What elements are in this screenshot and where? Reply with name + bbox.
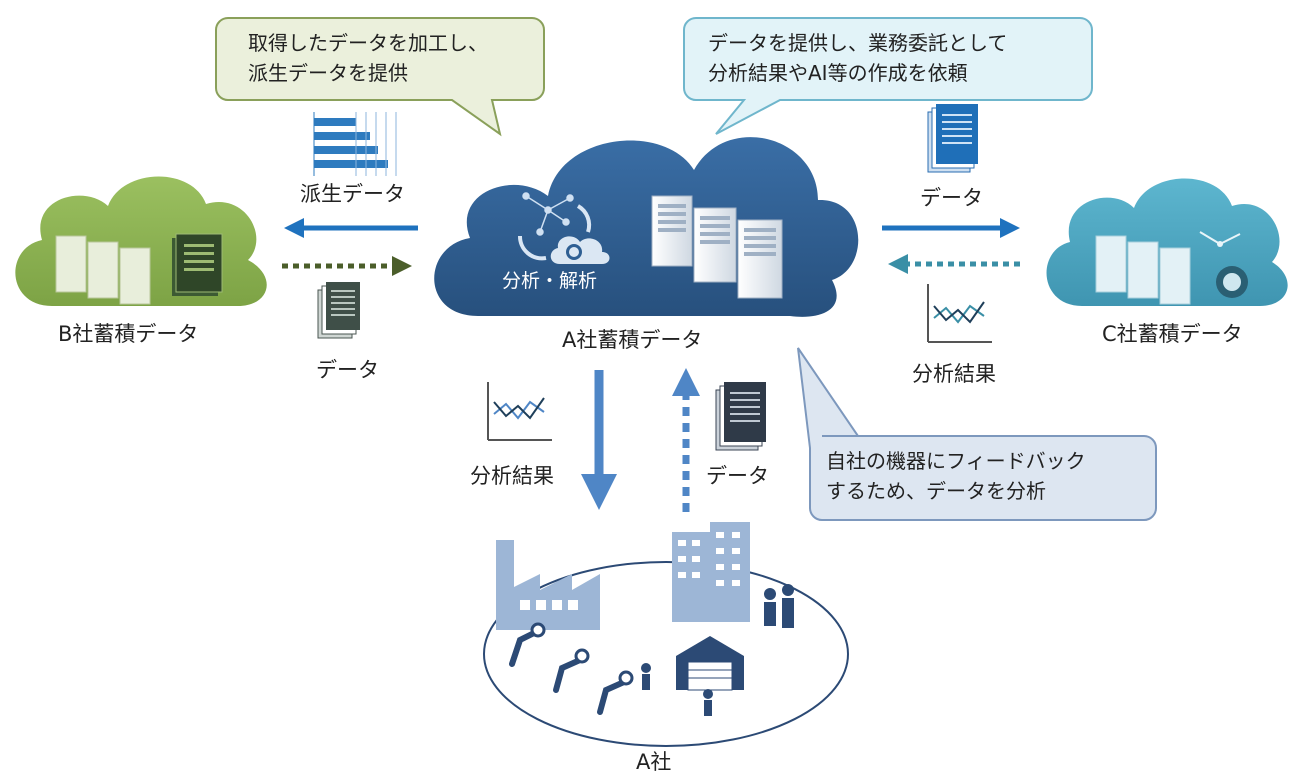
analysis-chart-icon-c — [927, 284, 992, 343]
bubble-outsource-text: データを提供し、業務委託として 分析結果やAI等の作成を依頼 — [708, 28, 1007, 88]
factory-icon — [496, 540, 600, 630]
bubble-derived-line-2: 派生データを提供 — [248, 61, 408, 85]
bubble-feedback-line-2: するため、データを分析 — [826, 479, 1046, 503]
people-icon — [641, 584, 794, 716]
company-a-label: A社 — [636, 750, 672, 774]
bubble-outsource-line-1: データを提供し、業務委託として — [708, 31, 1008, 55]
c-analysis-icon — [1199, 231, 1248, 298]
bubble-outsource-line-2: 分析結果やAI等の作成を依頼 — [708, 61, 968, 85]
cloud-c-label: C社蓄積データ — [1102, 322, 1243, 346]
bubble-derived-text: 取得したデータを加工し、 派生データを提供 — [248, 28, 488, 88]
flow-up-label: データ — [706, 464, 769, 488]
robot-arms-icon — [509, 622, 634, 715]
analysis-cloud-icon — [550, 236, 610, 264]
cloud-a-inner-label: 分析・解析 — [502, 270, 598, 292]
bubble-feedback-text: 自社の機器にフィードバック するため、データを分析 — [826, 446, 1086, 506]
derived-data-icon — [313, 112, 397, 176]
flow-to-b-label: 派生データ — [300, 182, 405, 206]
b-documents-icon — [172, 233, 223, 296]
data-document-icon-c — [927, 104, 978, 173]
bubble-feedback-line-1: 自社の機器にフィードバック — [826, 449, 1086, 473]
bubble-derived-data — [215, 17, 545, 137]
flow-to-c-label: データ — [920, 186, 983, 210]
bubble-feedback — [797, 347, 1157, 521]
flow-from-b-label: データ — [316, 358, 379, 382]
cloud-a-label: A社蓄積データ — [562, 328, 703, 352]
warehouse-icon — [676, 636, 744, 691]
cloud-b-label: B社蓄積データ — [58, 322, 199, 346]
data-document-icon-b — [317, 282, 360, 339]
bubble-outsource — [683, 17, 1093, 135]
b-servers-icon — [55, 235, 151, 305]
servers-icon — [651, 195, 783, 299]
flow-from-c-label: 分析結果 — [912, 362, 996, 386]
bubble-derived-line-1: 取得したデータを加工し、 — [248, 31, 488, 55]
data-document-icon-up — [715, 382, 766, 451]
company-a-boundary — [483, 561, 849, 747]
office-building-icon — [672, 522, 750, 622]
analysis-network-icon — [517, 192, 592, 261]
c-servers-icon — [1095, 235, 1191, 305]
cloud-a — [434, 137, 859, 317]
analysis-chart-icon-down — [487, 382, 552, 441]
flow-down-label: 分析結果 — [470, 464, 554, 488]
